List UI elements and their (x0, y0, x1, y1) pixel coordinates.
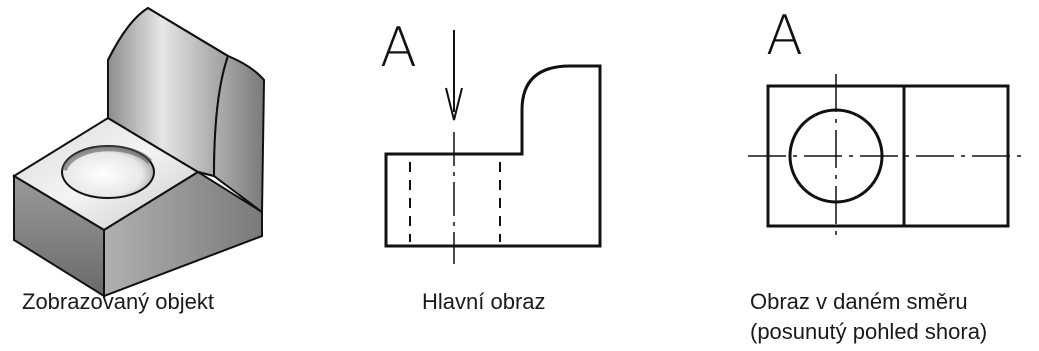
isometric-object-drawing (12, 6, 266, 298)
main-view-caption: Hlavní obraz (422, 289, 546, 314)
isometric-caption: Zobrazovaný objekt (22, 289, 214, 314)
upright-right-face (212, 54, 266, 214)
view-label-a: A (380, 16, 417, 79)
directional-caption-line2: (posunutý pohled shora) (750, 319, 988, 344)
view-label-a-top: A (766, 4, 803, 67)
main-view-drawing: A (380, 16, 602, 264)
main-view-outline (384, 64, 602, 248)
main-view-panel: A Hlavní obraz (370, 0, 630, 314)
directional-caption-line1: Obraz v daném směru (750, 289, 968, 314)
base-right-face (103, 170, 263, 298)
isometric-panel: Zobrazovaný objekt (0, 0, 300, 314)
directional-view-panel: A Obraz v daném směru (posunutý pohled s… (736, 0, 1036, 351)
directional-view-drawing: A (748, 4, 1022, 242)
